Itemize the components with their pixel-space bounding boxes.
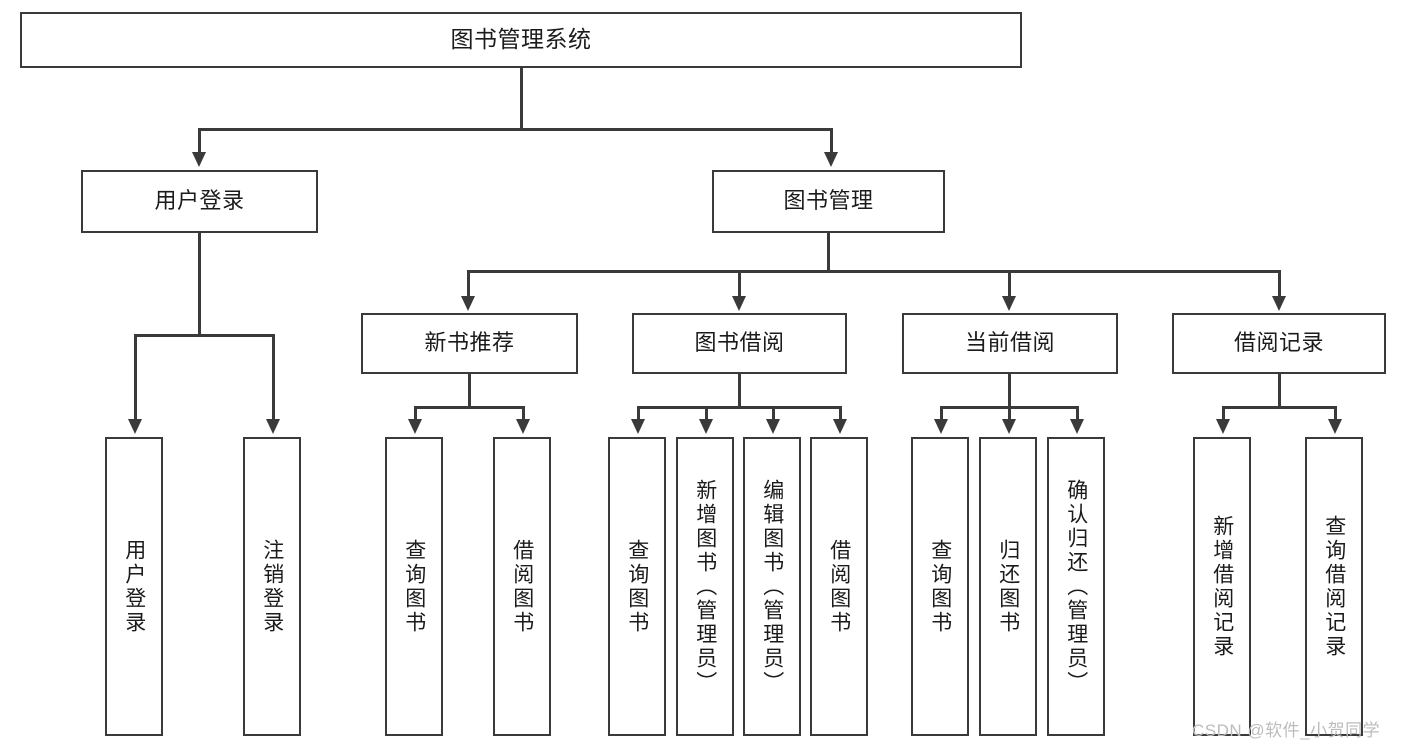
arrow-br-leaf-0	[1216, 419, 1230, 434]
edge-drop-cb-leaf-1	[1008, 406, 1011, 421]
leaf-book-borrow-3[interactable]: 借阅图书	[810, 437, 868, 736]
edge-new-book-stem	[468, 374, 471, 408]
node-book-manage[interactable]: 图书管理	[712, 170, 945, 233]
leaf-borrow-record-0[interactable]: 新增借阅记录	[1193, 437, 1251, 736]
edge-drop-bb-leaf-2	[772, 406, 775, 421]
arrow-nb-leaf-1	[516, 419, 530, 434]
arrow-bb-leaf-1	[699, 419, 713, 434]
arrow-l3-1	[732, 296, 746, 311]
edge-drop-cb-leaf-0	[940, 406, 943, 421]
leaf-current-borrow-1[interactable]: 归还图书	[979, 437, 1037, 736]
edge-drop-cb-leaf-2	[1076, 406, 1079, 421]
arrow-cb-leaf-2	[1070, 419, 1084, 434]
leaf-current-borrow-2[interactable]: 确认归还（管理员）	[1047, 437, 1105, 736]
leaf-book-borrow-2[interactable]: 编辑图书（管理员）	[743, 437, 801, 736]
edge-root-stem	[520, 68, 523, 130]
leaf-borrow-record-1[interactable]: 查询借阅记录	[1305, 437, 1363, 736]
arrow-bb-leaf-2	[766, 419, 780, 434]
edge-drop-nb-leaf-1	[522, 406, 525, 421]
leaf-user-login-0[interactable]: 用户登录	[105, 437, 163, 736]
edge-user-login-stem	[198, 233, 201, 336]
edge-drop-bb-leaf-1	[705, 406, 708, 421]
node-borrow-record[interactable]: 借阅记录	[1172, 313, 1386, 374]
edge-borrow-record-stem	[1278, 374, 1281, 408]
node-current-borrow[interactable]: 当前借阅	[902, 313, 1118, 374]
edge-new-book-bus	[414, 406, 524, 409]
arrow-l3-2	[1002, 296, 1016, 311]
arrow-cb-leaf-1	[1002, 419, 1016, 434]
edge-borrow-record-bus	[1222, 406, 1336, 409]
arrow-user-login	[192, 152, 206, 167]
arrow-bb-leaf-0	[631, 419, 645, 434]
edge-drop-ul-leaf-1	[272, 334, 275, 421]
leaf-current-borrow-0[interactable]: 查询图书	[911, 437, 969, 736]
edge-drop-l3-2	[1008, 270, 1011, 298]
edge-drop-l3-0	[467, 270, 470, 298]
edge-drop-br-leaf-1	[1334, 406, 1337, 421]
arrow-bb-leaf-3	[833, 419, 847, 434]
leaf-new-book-1[interactable]: 借阅图书	[493, 437, 551, 736]
edge-level2-bus	[198, 128, 832, 131]
edge-drop-l3-3	[1278, 270, 1281, 298]
arrow-ul-leaf-1	[266, 419, 280, 434]
arrow-l3-3	[1272, 296, 1286, 311]
edge-current-borrow-stem	[1008, 374, 1011, 408]
edge-drop-bb-leaf-0	[637, 406, 640, 421]
edge-book-borrow-stem	[738, 374, 741, 408]
node-user-login[interactable]: 用户登录	[81, 170, 318, 233]
edge-drop-nb-leaf-0	[414, 406, 417, 421]
arrow-l3-0	[461, 296, 475, 311]
arrow-br-leaf-1	[1328, 419, 1342, 434]
leaf-book-borrow-1[interactable]: 新增图书（管理员）	[676, 437, 734, 736]
edge-user-login-bus	[134, 334, 272, 337]
arrow-book-manage	[824, 152, 838, 167]
edge-level3-bus	[467, 270, 1281, 273]
edge-drop-bb-leaf-3	[839, 406, 842, 421]
edge-drop-user-login	[198, 128, 201, 154]
arrow-cb-leaf-0	[934, 419, 948, 434]
arrow-nb-leaf-0	[408, 419, 422, 434]
edge-drop-ul-leaf-0	[134, 334, 137, 421]
leaf-user-login-1[interactable]: 注销登录	[243, 437, 301, 736]
edge-drop-book-manage	[830, 128, 833, 154]
node-root-system[interactable]: 图书管理系统	[20, 12, 1022, 68]
edge-drop-br-leaf-0	[1222, 406, 1225, 421]
edge-book-manage-stem	[827, 233, 830, 273]
leaf-book-borrow-0[interactable]: 查询图书	[608, 437, 666, 736]
edge-book-borrow-bus	[637, 406, 841, 409]
leaf-new-book-0[interactable]: 查询图书	[385, 437, 443, 736]
edge-drop-l3-1	[738, 270, 741, 298]
arrow-ul-leaf-0	[128, 419, 142, 434]
node-new-book-recommend[interactable]: 新书推荐	[361, 313, 578, 374]
node-book-borrow[interactable]: 图书借阅	[632, 313, 847, 374]
